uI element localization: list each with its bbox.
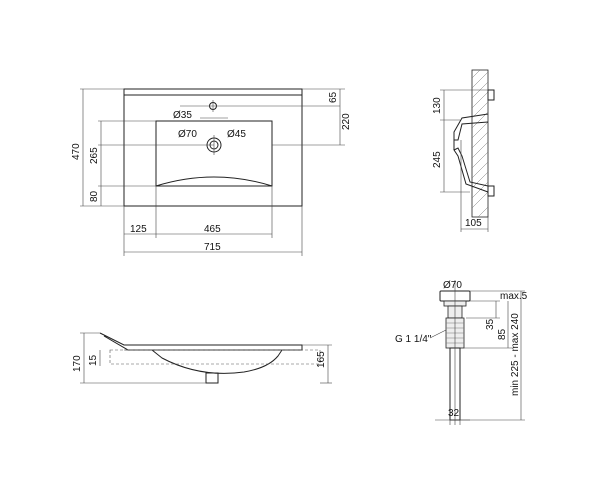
sink-outline-top [123, 88, 303, 207]
dim-80: 80 [89, 190, 100, 202]
wall [471, 69, 489, 218]
dim-32: 32 [448, 408, 460, 419]
dim-715: 715 [204, 242, 221, 253]
dim-85: 85 [497, 328, 508, 340]
drain-thread-label: G 1 1/4" [395, 334, 432, 345]
drain-detail: Ø70 G 1 1/4" max.5 35 85 min 225 - max 2… [395, 280, 528, 425]
dim-range: min 225 - max 240 [510, 313, 521, 396]
dim-105: 105 [465, 218, 482, 229]
dim-465: 465 [204, 224, 221, 235]
dim-130: 130 [432, 97, 443, 114]
dim-165: 165 [316, 351, 327, 368]
bowl-front [151, 349, 283, 374]
dim-65: 65 [328, 91, 339, 103]
bracket-bottom [487, 185, 495, 197]
thread-leader [429, 329, 447, 339]
front-view: 170 15 165 [72, 332, 332, 384]
front-top-edge [99, 332, 303, 351]
dim-15: 15 [88, 354, 99, 366]
dim-125: 125 [130, 224, 147, 235]
label-tap-hole: Ø35 [173, 110, 192, 121]
bracket-top [487, 89, 495, 101]
dim-265: 265 [89, 147, 100, 164]
dim-470: 470 [71, 143, 82, 160]
wall-hatch [471, 69, 489, 218]
dim-170: 170 [72, 355, 83, 372]
top-view: Ø35 Ø70 Ø45 470 265 80 65 220 125 465 71… [71, 88, 352, 256]
dim-220: 220 [341, 113, 352, 130]
dim-35: 35 [485, 318, 496, 330]
cabinet-hidden [109, 349, 321, 365]
bowl-front-curve [155, 176, 273, 187]
label-drain-inner: Ø45 [227, 129, 246, 140]
dim-245: 245 [432, 151, 443, 168]
drain-stub [205, 372, 219, 384]
drain-diameter: Ø70 [443, 280, 462, 291]
side-section: 130 245 105 [432, 69, 495, 232]
label-drain-outer: Ø70 [178, 129, 197, 140]
dim-max5: max.5 [500, 291, 528, 302]
